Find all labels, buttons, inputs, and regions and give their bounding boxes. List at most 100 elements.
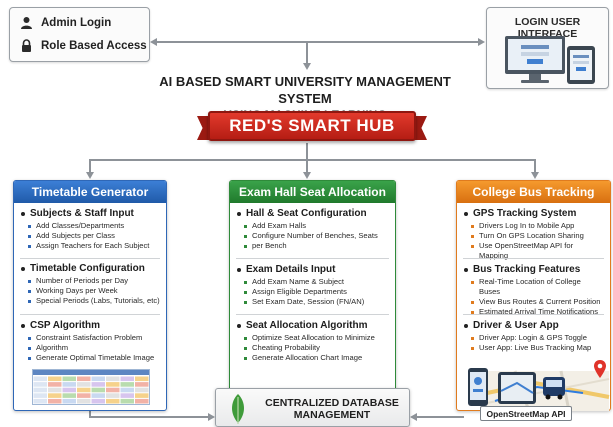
section-title: GPS Tracking System	[464, 208, 604, 219]
connector-col1	[89, 159, 91, 173]
timetable-cell	[106, 376, 120, 382]
bullet-icon	[21, 211, 25, 216]
list-item: View Bus Routes & Current Position	[464, 297, 604, 307]
list-item: Add Exam Name & Subject	[237, 277, 389, 287]
list-item: Estimated Arrival Time Notifications	[464, 307, 604, 317]
timetable-cell	[48, 382, 62, 387]
arrow-to-login	[478, 38, 485, 46]
list-item: Use OpenStreetMap API for Mapping	[464, 241, 604, 261]
connector-banner	[306, 143, 308, 160]
timetable-cell	[48, 376, 62, 382]
login-ui-box: LOGIN USER INTERFACE	[486, 7, 609, 89]
lock-icon	[22, 39, 31, 52]
arrow-to-col2	[303, 172, 311, 179]
bullet-icon	[464, 267, 468, 272]
list-item: Constraint Satisfaction Problem	[21, 333, 160, 343]
timetable-cell	[120, 398, 134, 404]
section-title: CSP Algorithm	[21, 320, 160, 331]
list-item: Optimize Seat Allocation to Minimize	[237, 333, 389, 343]
list-item: Algorithm	[21, 343, 160, 353]
divider	[463, 314, 604, 315]
list-item: Cheating Probability	[237, 343, 389, 353]
timetable-cell	[33, 398, 47, 404]
list-item: Set Exam Date, Session (FN/AN)	[237, 297, 389, 307]
connector-db-left	[89, 411, 91, 418]
section: Exam Details Input Add Exam Name & Subje…	[237, 264, 389, 307]
list-item: Special Periods (Labs, Tutorials, etc)	[21, 296, 160, 306]
timetable-generator-panel: Timetable Generator Subjects & Staff Inp…	[13, 180, 167, 411]
timetable-cell	[106, 387, 120, 393]
admin-access-box: Admin Login Role Based Access	[9, 7, 150, 62]
bullet-icon	[464, 323, 468, 328]
timetable-cell	[48, 387, 62, 393]
list-item: Configure Number of Benches, Seats	[237, 231, 389, 241]
role-access-row: Role Based Access	[20, 39, 147, 52]
timetable-cell	[33, 387, 47, 393]
bus-icon	[543, 377, 565, 400]
timetable-cell	[106, 382, 120, 387]
timetable-cell	[91, 376, 105, 382]
system-title-line1: AI BASED SMART UNIVERSITY MANAGEMENT SYS…	[159, 74, 451, 106]
panel-title: Timetable Generator	[14, 181, 166, 203]
list-item: Assign Eligible Departments	[237, 287, 389, 297]
bullet-icon	[237, 211, 241, 216]
timetable-cell	[62, 393, 76, 398]
list-item: Drivers Log In to Mobile App	[464, 221, 604, 231]
timetable-cell	[33, 376, 47, 382]
timetable-cell	[62, 398, 76, 404]
database-label-line1: CENTRALIZED DATABASE	[265, 397, 399, 409]
section-title: Hall & Seat Configuration	[237, 208, 389, 219]
connector-col2	[306, 159, 308, 173]
banner-ribbon-right	[413, 116, 427, 140]
list-item: Add Subjects per Class	[21, 231, 160, 241]
phone-map-icon	[498, 372, 536, 404]
phone-icon	[468, 368, 488, 406]
panel-title: Exam Hall Seat Allocation	[230, 181, 395, 203]
section-title: Subjects & Staff Input	[21, 208, 160, 219]
timetable-cell	[91, 393, 105, 398]
divider	[20, 258, 160, 259]
section: Bus Tracking Features Real-Time Location…	[464, 264, 604, 317]
list-item: Number of Periods per Day	[21, 276, 160, 286]
arrow-to-admin	[150, 38, 157, 46]
section: GPS Tracking System Drivers Log In to Mo…	[464, 208, 604, 261]
arrow-to-col3	[531, 172, 539, 179]
timetable-cell	[62, 376, 76, 382]
database-leaf-icon	[232, 394, 244, 424]
timetable-cell	[33, 393, 47, 398]
divider	[236, 258, 389, 259]
banner-ribbon-left	[197, 116, 211, 140]
list-item: Generate Optimal Timetable Image	[21, 353, 160, 363]
timetable-cell	[135, 387, 149, 393]
bullet-icon	[21, 266, 25, 271]
timetable-cell	[135, 393, 149, 398]
section: Hall & Seat Configuration Add Exam Halls…	[237, 208, 389, 251]
bullet-icon	[237, 323, 241, 328]
timetable-cell	[120, 376, 134, 382]
bullet-icon	[237, 267, 241, 272]
bullet-icon	[21, 323, 25, 328]
section: Timetable Configuration Number of Period…	[21, 263, 160, 306]
timetable-cell	[120, 382, 134, 387]
role-access-label: Role Based Access	[41, 39, 147, 52]
bullet-icon	[464, 211, 468, 216]
divider	[20, 314, 160, 315]
list-item: User App: Live Bus Tracking Map	[464, 343, 604, 353]
list-item: Turn On GPS Location Sharing	[464, 231, 604, 241]
list-item: Driver App: Login & GPS Toggle	[464, 333, 604, 343]
list-item: Working Days per Week	[21, 286, 160, 296]
timetable-cell	[77, 376, 91, 382]
timetable-cell	[135, 398, 149, 404]
timetable-cell	[77, 398, 91, 404]
section: Driver & User App Driver App: Login & GP…	[464, 320, 604, 353]
openstreetmap-label: OpenStreetMap API	[480, 406, 572, 421]
timetable-cell	[120, 393, 134, 398]
panel-title: College Bus Tracking	[457, 181, 610, 203]
list-item: Generate Allocation Chart Image	[237, 353, 389, 363]
timetable-cell	[91, 382, 105, 387]
section-title: Exam Details Input	[237, 264, 389, 275]
admin-login-label: Admin Login	[41, 16, 112, 29]
timetable-cell	[106, 393, 120, 398]
devices-icon	[505, 36, 595, 84]
arrow-db-right	[410, 413, 417, 421]
